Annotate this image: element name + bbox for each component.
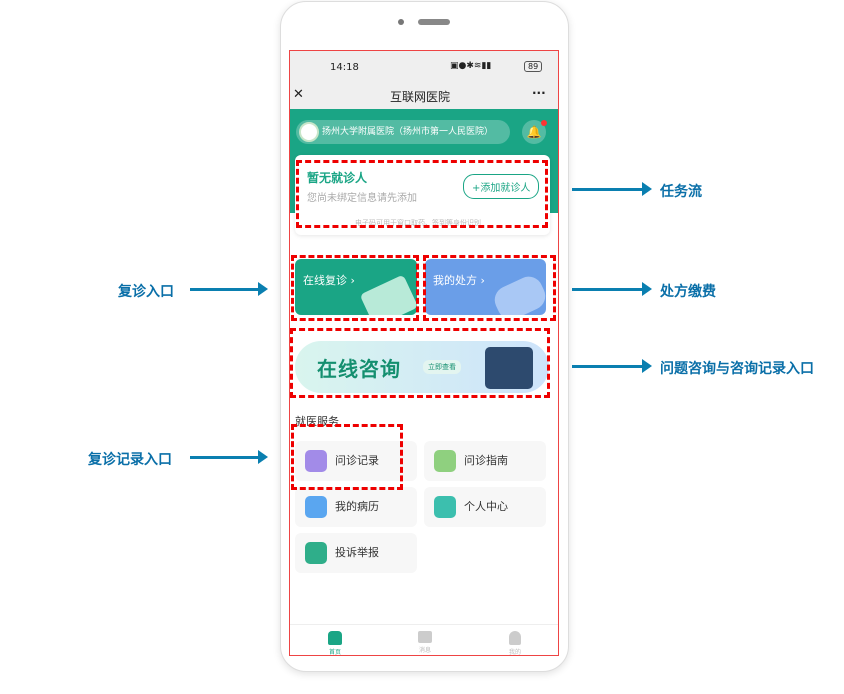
revisit-label: 在线复诊 › (303, 274, 355, 287)
hospital-name: 扬州大学附属医院（扬州市第一人民医院） (322, 127, 494, 137)
arrow-consult (572, 359, 652, 373)
notification-dot (541, 120, 547, 126)
patient-footnote: 电子码可用于窗口取药、签到等身份识别 (355, 219, 481, 227)
tab-home[interactable]: 首页 (290, 631, 380, 656)
tabbar-divider (290, 624, 558, 625)
person-icon (509, 631, 521, 645)
label-prescription-pay: 处方缴费 (660, 284, 716, 300)
camera (398, 19, 404, 25)
label-consult-entry: 问题咨询与咨询记录入口 (660, 361, 814, 377)
status-time: 14:18 (330, 62, 359, 73)
highlight-prescription (423, 255, 556, 321)
service-visit-guide[interactable]: 问诊指南 (424, 441, 546, 481)
close-icon[interactable]: ✕ (293, 87, 304, 102)
tab-label: 我的 (508, 649, 521, 656)
battery-indicator: 89 (524, 61, 543, 72)
user-card-icon (434, 496, 456, 518)
phone-screen: 14:18 ▣●✱≋▮▮ 89 ✕ 互联网医院 ··· 扬州大学附属医院（扬州市… (289, 50, 559, 656)
arrow-visit-records (190, 450, 268, 464)
service-label: 我的病历 (335, 500, 379, 513)
arrow-task-flow (572, 182, 652, 196)
service-visit-records[interactable]: 问诊记录 (295, 441, 417, 481)
home-icon (328, 631, 342, 645)
consult-title: 在线咨询 (317, 357, 401, 381)
tab-profile[interactable]: 我的 (470, 631, 558, 656)
label-revisit-entry: 复诊入口 (118, 284, 174, 300)
arrow-revisit (190, 282, 268, 296)
service-complaint[interactable]: 投诉举报 (295, 533, 417, 573)
clipboard-icon (305, 496, 327, 518)
speaker (418, 19, 450, 25)
service-personal-center[interactable]: 个人中心 (424, 487, 546, 527)
service-label: 问诊记录 (335, 454, 379, 467)
prescription-tile[interactable]: 我的处方 › (425, 259, 546, 315)
status-icons: ▣●✱≋▮▮ (450, 61, 492, 71)
consult-badge: 立即查看 (423, 360, 461, 374)
patient-title: 暂无就诊人 (307, 171, 368, 185)
label-task-flow: 任务流 (660, 184, 702, 200)
records-icon (305, 450, 327, 472)
page-title: 互联网医院 (390, 90, 451, 104)
service-label: 投诉举报 (335, 546, 379, 559)
label-revisit-record-entry: 复诊记录入口 (88, 452, 172, 468)
status-bar: 14:18 ▣●✱≋▮▮ 89 (290, 51, 558, 83)
add-patient-button[interactable]: +添加就诊人 (463, 174, 540, 199)
revisit-tile[interactable]: 在线复诊 › (295, 259, 417, 315)
nav-bar: ✕ 互联网医院 ··· (290, 83, 558, 109)
online-consult-banner[interactable]: 在线咨询 立即查看 (295, 341, 549, 393)
highlight-revisit (291, 255, 419, 321)
tab-label: 首页 (328, 649, 341, 656)
arrow-prescription (572, 282, 652, 296)
tab-label: 消息 (418, 647, 431, 654)
more-icon[interactable]: ··· (532, 86, 546, 100)
patient-subtitle: 您尚未绑定信息请先添加 (307, 193, 417, 204)
hospital-logo (299, 122, 319, 142)
tab-messages[interactable]: 消息 (380, 631, 470, 654)
highlight-consult (290, 328, 550, 398)
report-icon (305, 542, 327, 564)
hospital-selector[interactable]: 扬州大学附属医院（扬州市第一人民医院） (296, 120, 510, 144)
patient-card: 暂无就诊人 您尚未绑定信息请先添加 +添加就诊人 电子码可用于窗口取药、签到等身… (295, 155, 550, 235)
service-label: 问诊指南 (464, 454, 508, 467)
chat-icon (418, 631, 432, 643)
doctor-illustration (485, 347, 533, 389)
guide-icon (434, 450, 456, 472)
service-medical-records[interactable]: 我的病历 (295, 487, 417, 527)
service-label: 个人中心 (464, 500, 508, 513)
prescription-label: 我的处方 › (433, 274, 485, 287)
highlight-visit-records (291, 424, 403, 490)
highlight-task-flow (296, 160, 548, 228)
